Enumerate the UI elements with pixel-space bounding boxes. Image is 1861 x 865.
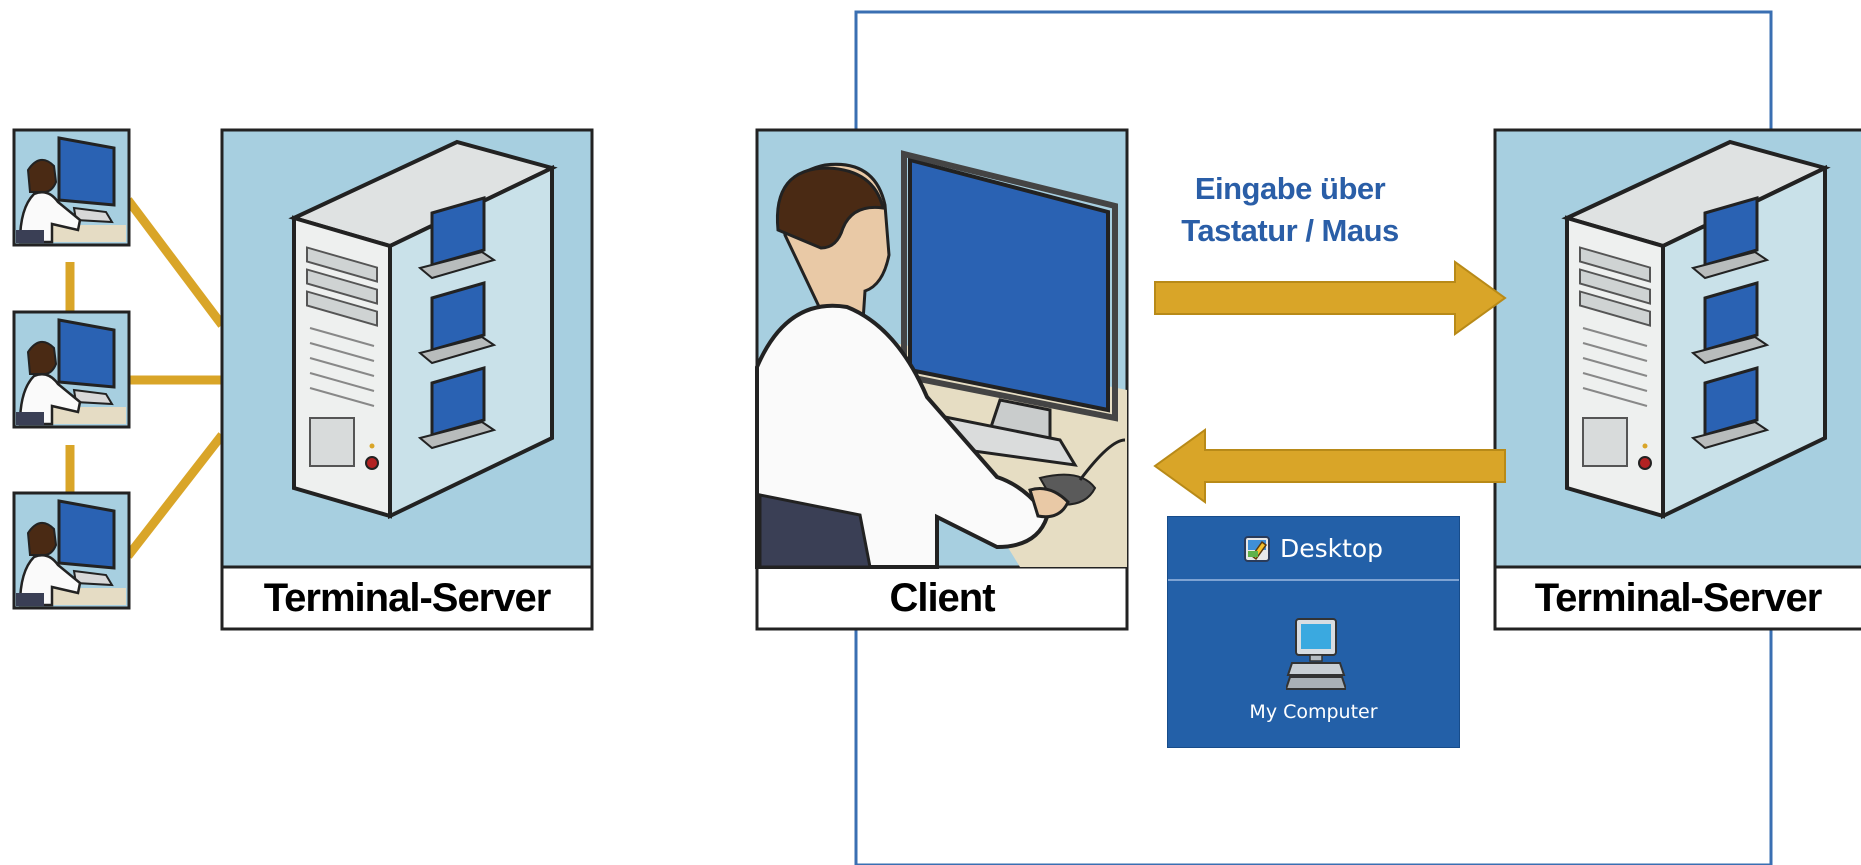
network-connectors bbox=[65, 197, 226, 559]
left-terminal-server-label: Terminal-Server bbox=[263, 575, 552, 620]
user-at-computer-icon bbox=[755, 150, 1127, 569]
arrow-left-icon bbox=[1154, 429, 1506, 503]
arrow-caption: Eingabe über Tastatur / Maus bbox=[1140, 168, 1440, 252]
client-panel bbox=[755, 128, 1129, 631]
workstation-icon bbox=[12, 491, 131, 610]
right-terminal-server-label: Terminal-Server bbox=[1534, 575, 1823, 620]
arrow-right-icon bbox=[1154, 261, 1506, 335]
workstation-icon bbox=[12, 128, 131, 247]
left-terminal-server bbox=[220, 128, 594, 631]
my-computer-icon[interactable] bbox=[1286, 617, 1346, 691]
remote-desktop-panel: Desktop My Computer bbox=[1167, 516, 1460, 748]
desktop-shortcut-icon bbox=[1243, 536, 1270, 562]
workstation-icon bbox=[12, 310, 131, 429]
desktop-title: Desktop bbox=[1279, 533, 1384, 563]
right-terminal-server bbox=[1493, 128, 1861, 631]
arrow-caption-line1: Eingabe über bbox=[1194, 171, 1386, 206]
client-label: Client bbox=[889, 575, 995, 620]
desktop-header: Desktop bbox=[1168, 517, 1459, 581]
arrow-caption-line2: Tastatur / Maus bbox=[1181, 213, 1399, 248]
my-computer-label[interactable]: My Computer bbox=[1249, 701, 1378, 723]
